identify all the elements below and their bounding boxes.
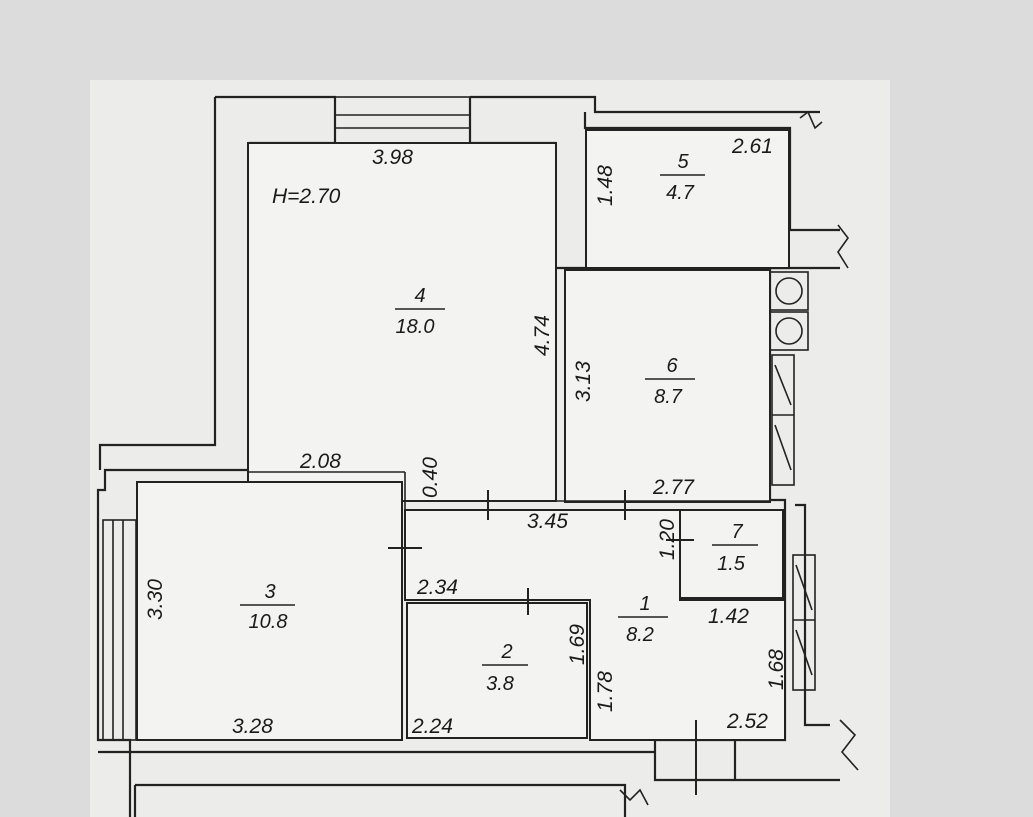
room-3-number: 3 (264, 581, 275, 603)
room-4-shape (247, 142, 557, 502)
room-2-area: 3.8 (486, 673, 514, 695)
room-7-number: 7 (731, 521, 743, 543)
room-4-number: 4 (414, 285, 425, 307)
room-5-area: 4.7 (666, 182, 695, 204)
room-label-4: 4 18.0 (395, 285, 445, 338)
ceiling-height: H=2.70 (272, 185, 341, 208)
dim-313: 3.13 (572, 361, 595, 402)
dim-328: 3.28 (232, 715, 273, 738)
dim-330: 3.30 (144, 579, 167, 620)
dim-208: 2.08 (299, 450, 341, 473)
room-label-6: 6 8.7 (645, 355, 695, 408)
door-marks (388, 490, 697, 795)
room-3-shape (136, 481, 403, 741)
room-6-number: 6 (666, 355, 678, 377)
vent-shafts (769, 271, 809, 351)
room-3-area: 10.8 (249, 611, 288, 633)
dim-178: 1.78 (594, 671, 617, 712)
room-label-7: 7 1.5 (712, 521, 758, 575)
room-7-area: 1.5 (717, 553, 746, 575)
room-2-number: 2 (500, 641, 512, 663)
room-label-1: 1 8.2 (618, 593, 668, 646)
dim-277: 2.77 (652, 476, 695, 499)
room-4-area: 18.0 (396, 316, 435, 338)
dim-142: 1.42 (708, 605, 749, 628)
dim-169: 1.69 (566, 624, 589, 665)
room-1-number: 1 (639, 593, 650, 615)
dim-398: 3.98 (372, 146, 413, 169)
room-5-number: 5 (677, 151, 689, 173)
utility-shafts-lower (792, 554, 816, 691)
dim-148: 1.48 (594, 165, 617, 206)
dim-261: 2.61 (731, 135, 773, 158)
dim-234: 2.34 (416, 576, 458, 599)
room-5-shape (585, 129, 790, 269)
utility-shafts-upper (771, 354, 795, 486)
room-6-shape (564, 269, 771, 503)
dim-345: 3.45 (527, 510, 568, 533)
dim-168: 1.68 (765, 649, 788, 690)
room-6-area: 8.7 (654, 386, 683, 408)
dim-252: 2.52 (726, 710, 768, 733)
dim-224: 2.24 (411, 715, 453, 738)
dim-474: 4.74 (531, 315, 554, 356)
room-label-2: 2 3.8 (482, 641, 528, 695)
dim-120: 1.20 (656, 519, 679, 560)
room-2-shape (406, 602, 588, 739)
room-7-shape (679, 509, 784, 599)
room-label-5: 5 4.7 (660, 151, 705, 204)
break-lines (619, 110, 859, 806)
room-1-area: 8.2 (626, 624, 654, 646)
room-label-3: 3 10.8 (240, 581, 295, 633)
dim-040: 0.40 (419, 457, 442, 498)
